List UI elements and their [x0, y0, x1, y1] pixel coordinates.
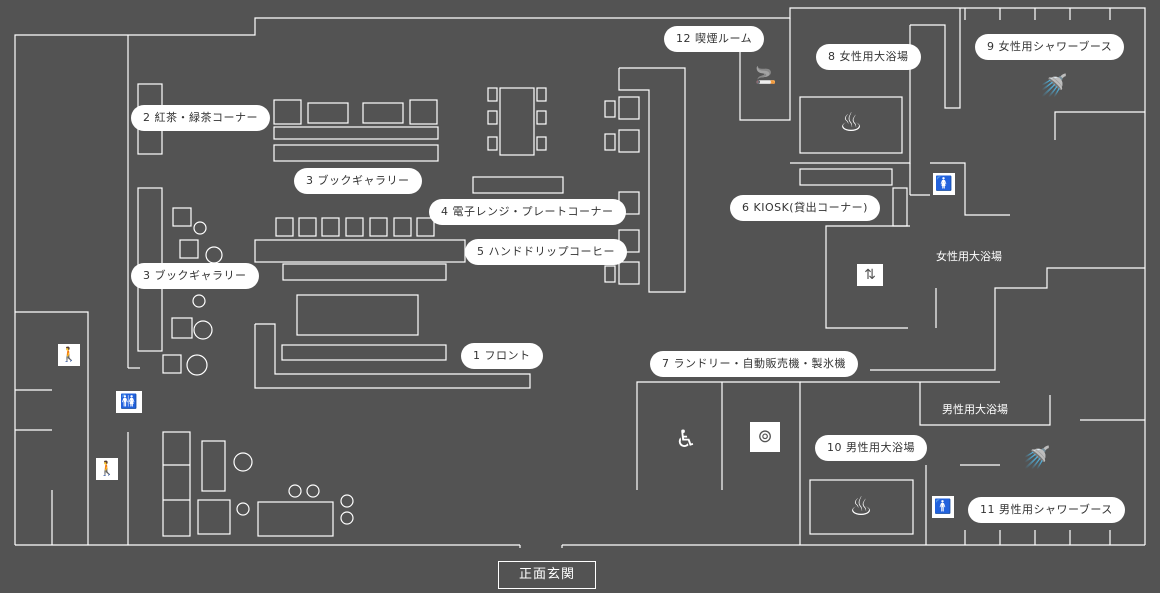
- restroom-unisex-icon: 🚻: [116, 391, 142, 413]
- shower-icon-men: 🚿: [1023, 446, 1051, 471]
- washing-machine-icon: ⊚: [750, 422, 780, 452]
- lounge-table: [257, 501, 334, 537]
- label-microwave-corner[interactable]: 4 電子レンジ・プレートコーナー: [429, 199, 626, 225]
- label-front[interactable]: 1 フロント: [461, 343, 543, 369]
- women-bath-area-text: 女性用大浴場: [936, 250, 1002, 263]
- onsen-icon-women: ♨: [839, 108, 863, 138]
- restroom-lower-icon: 🚶: [96, 458, 118, 480]
- label-mens-bath[interactable]: 10 男性用大浴場: [815, 435, 927, 461]
- wheelchair-icon: ♿: [675, 425, 697, 453]
- shower-icon-women: 🚿: [1040, 74, 1068, 99]
- label-book-gallery-top[interactable]: 3 ブックギャラリー: [294, 168, 422, 194]
- female-icon: 🚺: [933, 173, 955, 195]
- book-shelf-top: [273, 126, 439, 140]
- laundry-walls: [636, 381, 801, 545]
- restroom-icon: 🚶: [58, 344, 80, 366]
- sofa: [162, 431, 191, 537]
- outer-wall: [14, 7, 1146, 545]
- elevator-icon: ⇅: [857, 264, 883, 286]
- label-tea-corner[interactable]: 2 紅茶・緑茶コーナー: [131, 105, 270, 131]
- label-smoking-room[interactable]: 12 喫煙ルーム: [664, 26, 765, 52]
- coffee-counter: [254, 239, 466, 263]
- womens-bath-tub: [799, 96, 903, 154]
- label-kiosk[interactable]: 6 KIOSK(貸出コーナー): [730, 195, 880, 221]
- smoking-icon: 🚬: [755, 66, 777, 86]
- display-table: [296, 294, 419, 336]
- male-icon: 🚹: [932, 496, 954, 518]
- label-womens-bath[interactable]: 8 女性用大浴場: [816, 44, 921, 70]
- label-laundry[interactable]: 7 ランドリー・自動販売機・製氷機: [650, 351, 858, 377]
- men-bath-area-text: 男性用大浴場: [942, 403, 1008, 416]
- dining-table: [499, 87, 535, 156]
- microwave-counter: [472, 176, 564, 194]
- main-entrance[interactable]: 正面玄関: [498, 561, 596, 589]
- label-book-gallery-left[interactable]: 3 ブックギャラリー: [131, 263, 259, 289]
- label-hand-drip-coffee[interactable]: 5 ハンドドリップコーヒー: [465, 239, 627, 265]
- onsen-icon-men: ♨: [849, 492, 873, 522]
- front-desk: [254, 323, 531, 389]
- mens-bath-tub: [809, 479, 914, 535]
- label-womens-shower[interactable]: 9 女性用シャワーブース: [975, 34, 1125, 60]
- label-mens-shower[interactable]: 11 男性用シャワーブース: [968, 497, 1125, 523]
